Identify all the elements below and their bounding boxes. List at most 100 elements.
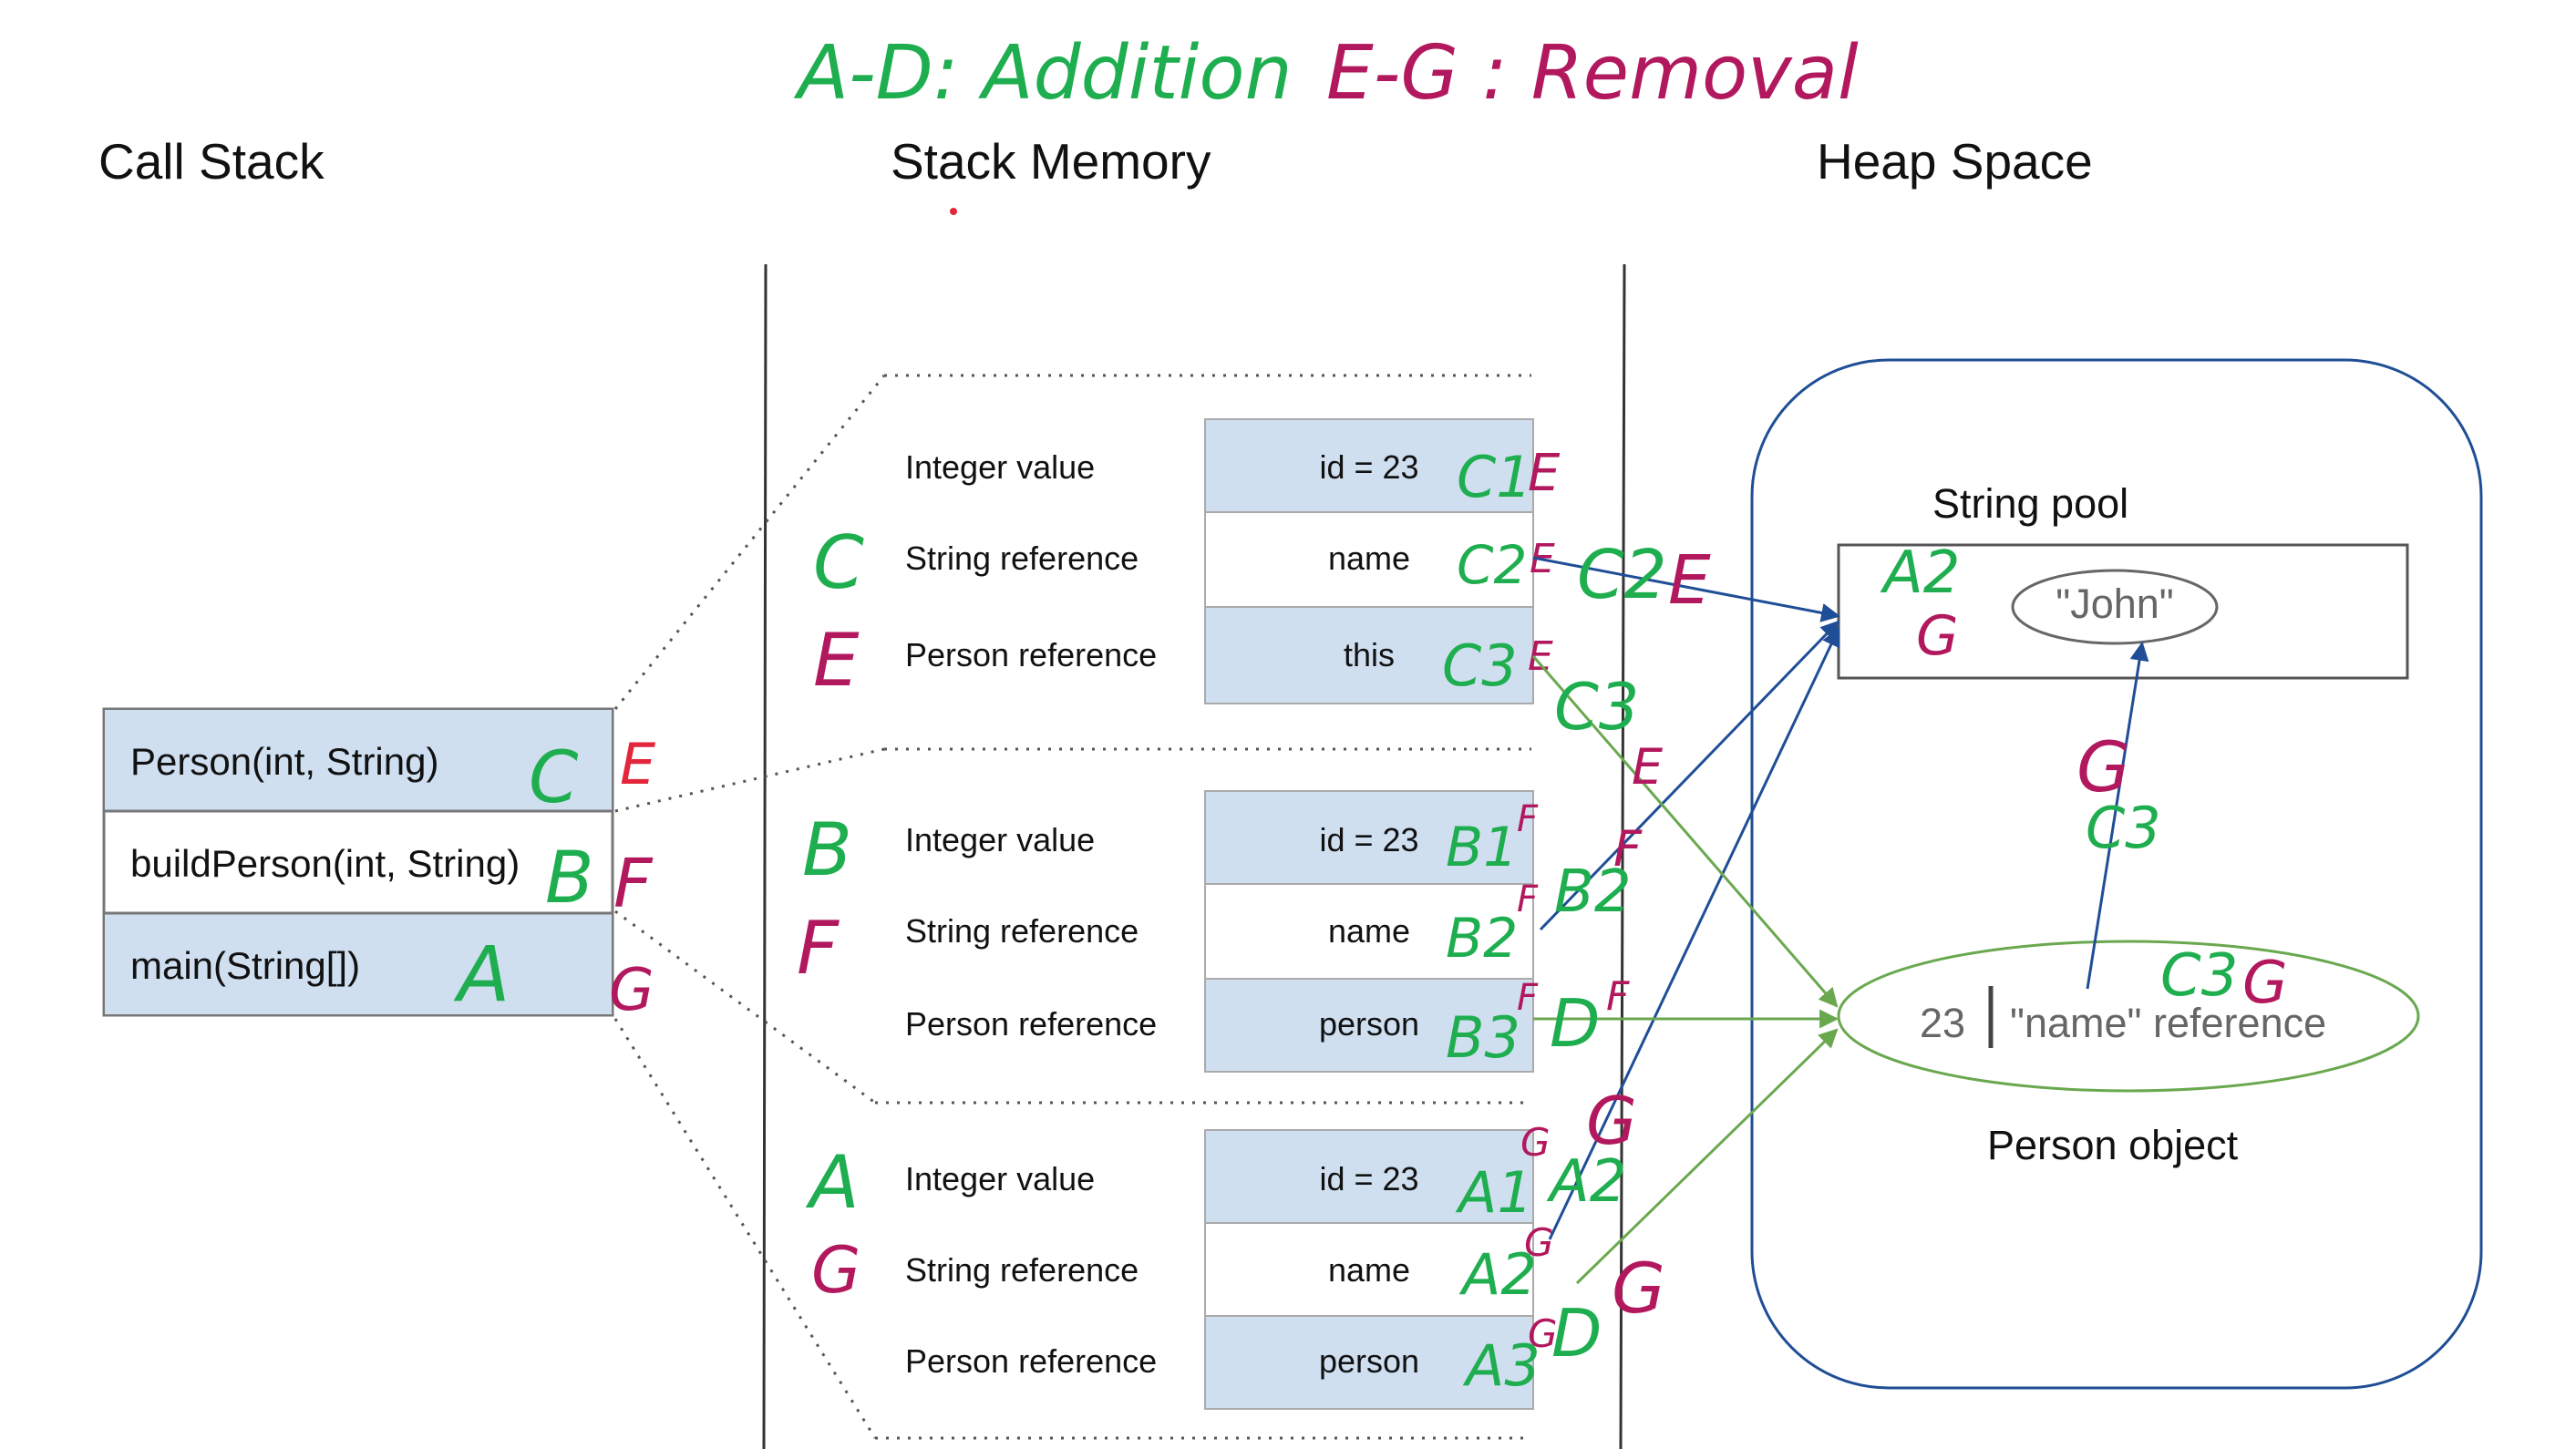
arrow-c2-to-pool <box>1532 556 1841 622</box>
frame-c-tag2: C2 <box>1457 534 1527 596</box>
arrow-person-to-john <box>2086 641 2149 990</box>
call-stack: Person(int, String) buildPerson(int, Str… <box>102 707 656 1024</box>
arrow-d-tag-rm: F <box>1606 973 1630 1020</box>
arrow-c3-tag-rm: E <box>1632 738 1664 796</box>
frame-c-tag1: C1 <box>1457 444 1532 510</box>
frame-a-cell2 <box>1204 1222 1534 1317</box>
legend-removal: E-G : Removal <box>1326 30 1859 117</box>
arrow-a2-to-pool <box>1548 627 1840 1240</box>
call-stack-add-a: A <box>453 930 510 1019</box>
call-stack-add-b: B <box>545 838 594 920</box>
arrow-c3-tag: C3 <box>1554 670 1639 745</box>
call-stack-label-main: main(String[]) <box>130 944 360 987</box>
arrow-d-tag: D <box>1550 985 1600 1062</box>
frame-b-tag3: B3 <box>1446 1004 1520 1071</box>
stack-frame-a: A G Integer value String reference Perso… <box>805 1120 1558 1410</box>
call-stack-rm-f: F <box>613 845 654 923</box>
frame-c-row2-type: String reference <box>905 540 1139 577</box>
frame-a-cell3 <box>1204 1315 1534 1410</box>
frame-c-tag3-rm: E <box>1528 633 1553 680</box>
call-stack-frame-person <box>105 710 612 810</box>
frame-a-tag3-rm: G <box>1528 1311 1558 1356</box>
arrow-a2-tag: A2 <box>1546 1148 1627 1216</box>
arrow-d2-tag: D <box>1551 1295 1602 1372</box>
call-stack-label-person: Person(int, String) <box>130 740 438 783</box>
frame-b-tag2: B2 <box>1446 907 1518 971</box>
frame-a-val2: name <box>1328 1251 1410 1289</box>
pool-link-rm-tag: G <box>2076 726 2130 807</box>
arrow-c2-tag-rm: E <box>1668 541 1711 620</box>
frame-c-cell3 <box>1204 606 1534 704</box>
stack-divider-right <box>1619 263 1626 1449</box>
frame-c-tag3: C3 <box>1442 632 1518 699</box>
arrow-b2-tag-rm: F <box>1613 820 1643 878</box>
frame-c-add: C <box>813 520 864 605</box>
string-pool-label: String pool <box>1932 480 2128 527</box>
heap-boundary <box>1750 358 2483 1390</box>
call-stack-rm-e: E <box>620 731 656 797</box>
frame-a-cell1 <box>1204 1129 1534 1224</box>
heap-space: String pool "John" 23 "name" reference P… <box>1750 358 2483 1390</box>
person-object-label: Person object <box>1987 1122 2239 1168</box>
arrow-c3-to-person <box>1531 655 1839 1008</box>
frame-b-tag1-rm: F <box>1517 798 1539 840</box>
arrow-d2-tag-rm: G <box>1612 1248 1665 1329</box>
person-add-tag: C3 <box>2160 942 2238 1010</box>
arrow-c2-tag: C2 <box>1577 536 1667 614</box>
legend-addition: A-D: Addition <box>793 30 1293 117</box>
frame-b-val2: name <box>1328 912 1410 950</box>
john-string-label: "John" <box>2056 581 2174 627</box>
frame-b-tag2-rm: F <box>1517 879 1539 920</box>
frame-a-row1-type: Integer value <box>905 1160 1095 1197</box>
frame-c-tag1-rm: E <box>1528 444 1561 503</box>
frame-a-rm: G <box>811 1233 860 1308</box>
call-stack-frame-main <box>105 914 612 1014</box>
frame-b-row3-type: Person reference <box>905 1005 1157 1043</box>
frame-c-val2: name <box>1328 540 1410 577</box>
frame-b-row2-type: String reference <box>905 912 1139 950</box>
frame-a-row3-type: Person reference <box>905 1342 1157 1380</box>
frame-c-row1-type: Integer value <box>905 448 1095 486</box>
stack-frame-b: B F Integer value String reference Perso… <box>797 790 1539 1073</box>
frame-b-rm: F <box>797 906 840 991</box>
call-stack-rm-g: G <box>609 957 654 1024</box>
frame-b-cell3 <box>1204 978 1534 1073</box>
arrow-a2-tag-rm: G <box>1586 1083 1637 1159</box>
stack-memory-title: Stack Memory <box>891 133 1211 190</box>
arrow-b2-tag: B2 <box>1554 858 1632 926</box>
heap-space-title: Heap Space <box>1817 133 2093 190</box>
stray-dot <box>950 208 957 215</box>
frame-c-row3-type: Person reference <box>905 636 1157 673</box>
frame-b-add: B <box>802 807 852 892</box>
person-name-reference: "name" reference <box>2010 1000 2326 1046</box>
arrow-b2-to-pool <box>1539 620 1840 931</box>
frame-a-tag1: A1 <box>1455 1159 1533 1226</box>
frame-b-tag1: B1 <box>1446 816 1518 879</box>
frame-a-val3: person <box>1319 1342 1419 1380</box>
person-id-value: 23 <box>1920 1000 1965 1046</box>
frame-b-cell2 <box>1204 883 1534 980</box>
frame-a-tag2: A2 <box>1458 1241 1537 1308</box>
call-stack-label-buildperson: buildPerson(int, String) <box>130 842 520 885</box>
frame-connectors <box>613 374 1531 1440</box>
reference-arrows <box>1531 556 2149 1285</box>
frame-a-tag1-rm: G <box>1520 1120 1551 1165</box>
frame-b-cell1 <box>1204 790 1534 885</box>
arrow-a3-to-person <box>1575 1028 1839 1285</box>
frame-a-row2-type: String reference <box>905 1251 1139 1289</box>
arrow-annotations: C2 E C3 E B2 F D F A2 G D G A2 G G C3 C3… <box>1546 536 2288 1372</box>
call-stack-title: Call Stack <box>98 133 325 190</box>
frame-b-tag3-rm: F <box>1517 977 1539 1019</box>
frame-b-val1: id = 23 <box>1319 821 1418 858</box>
frame-c-val3: this <box>1344 636 1395 673</box>
person-rm-tag: G <box>2242 950 2288 1017</box>
stack-frame-c: C E Integer value String reference Perso… <box>813 418 1561 704</box>
john-string-node <box>2011 569 2219 645</box>
pool-link-add-tag: C3 <box>2086 795 2161 861</box>
frame-b-row1-type: Integer value <box>905 821 1095 858</box>
frame-a-tag3: A3 <box>1462 1332 1540 1399</box>
frame-a-tag2-rm: G <box>1524 1220 1554 1265</box>
string-pool-rm-tag: G <box>1916 604 1959 668</box>
